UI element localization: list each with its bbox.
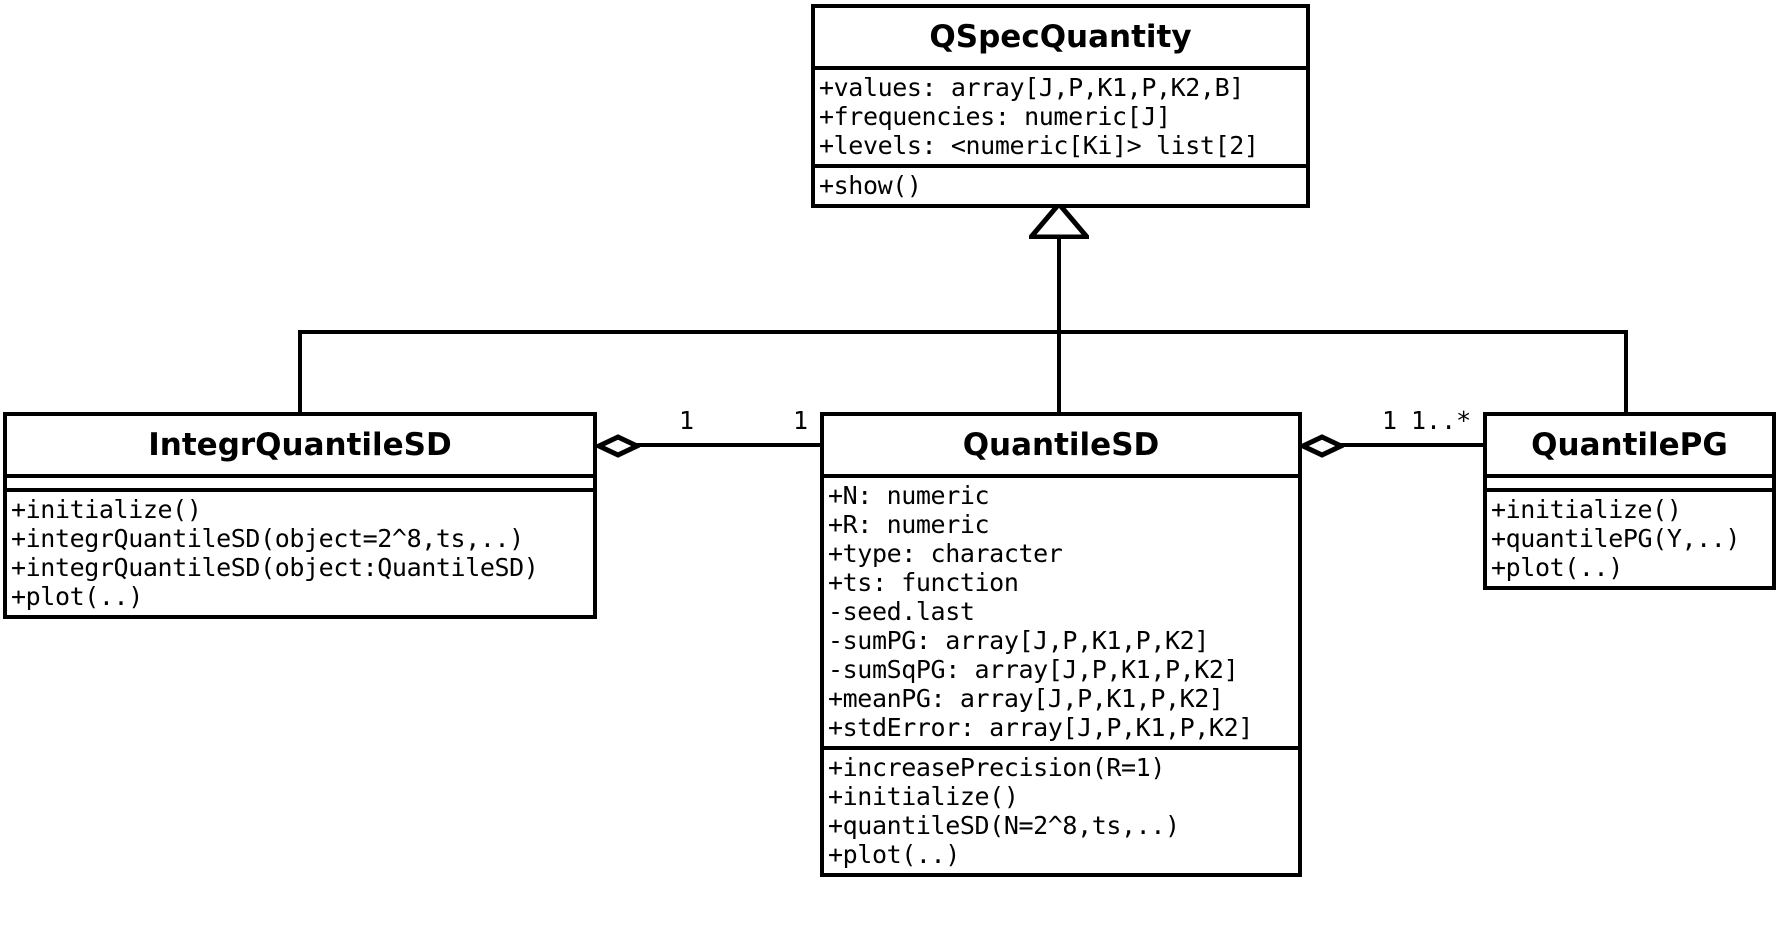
- attribute-row: +values: array[J,P,K1,P,K2,B]: [819, 73, 1244, 102]
- attribute-row: +N: numeric: [828, 481, 990, 510]
- class-name-quantilepg: QuantilePG: [1531, 427, 1728, 463]
- class-separator: [7, 488, 593, 492]
- methods-compartment-integrquantilesd: +initialize() +integrQuantileSD(object=2…: [7, 492, 593, 615]
- method-row: +integrQuantileSD(object:QuantileSD): [11, 553, 539, 582]
- method-row: +quantilePG(Y,..): [1491, 524, 1741, 553]
- class-separator: [824, 474, 1298, 478]
- method-row: +initialize(): [828, 782, 1019, 811]
- class-separator: [7, 474, 593, 478]
- method-row: +initialize(): [11, 495, 202, 524]
- class-separator: [1487, 488, 1772, 492]
- method-row: +quantileSD(N=2^8,ts,..): [828, 811, 1180, 840]
- multiplicity-quantilesd-side-left: 1: [793, 406, 809, 435]
- generalization-bus-horizontal: [298, 330, 1628, 334]
- class-box-quantilepg[interactable]: QuantilePG +initialize() +quantilePG(Y,.…: [1483, 412, 1776, 590]
- attributes-compartment-quantilesd: +N: numeric +R: numeric +type: character…: [824, 478, 1298, 746]
- class-name-quantilesd: QuantileSD: [962, 427, 1160, 463]
- attribute-row: +levels: <numeric[Ki]> list[2]: [819, 131, 1259, 160]
- attribute-row: -seed.last: [828, 597, 975, 626]
- aggregation-line-integr-quantilesd: [634, 443, 822, 447]
- class-separator: [815, 66, 1306, 70]
- attribute-row: +meanPG: array[J,P,K1,P,K2]: [828, 684, 1224, 713]
- attribute-row: +R: numeric: [828, 510, 990, 539]
- class-separator: [815, 164, 1306, 168]
- method-row: +plot(..): [828, 840, 960, 869]
- attributes-compartment-integrquantilesd: [7, 478, 593, 488]
- generalization-drop-quantilesd: [1057, 330, 1061, 412]
- aggregation-line-quantilesd-quantilepg: [1340, 443, 1485, 447]
- attribute-row: +type: character: [828, 539, 1063, 568]
- attributes-compartment-qspecquantity: +values: array[J,P,K1,P,K2,B] +frequenci…: [815, 70, 1306, 164]
- method-row: +plot(..): [1491, 553, 1623, 582]
- aggregation-diamond-quantilesd: [1300, 434, 1344, 458]
- method-row: +show(): [819, 171, 922, 200]
- attribute-row: +ts: function: [828, 568, 1019, 597]
- method-row: +initialize(): [1491, 495, 1682, 524]
- class-separator: [1487, 474, 1772, 478]
- attributes-compartment-quantilepg: [1487, 478, 1772, 488]
- attribute-row: -sumSqPG: array[J,P,K1,P,K2]: [828, 655, 1239, 684]
- methods-compartment-quantilesd: +increasePrecision(R=1) +initialize() +q…: [824, 750, 1298, 873]
- attribute-row: -sumPG: array[J,P,K1,P,K2]: [828, 626, 1209, 655]
- method-row: +increasePrecision(R=1): [828, 753, 1165, 782]
- attribute-row: +stdError: array[J,P,K1,P,K2]: [828, 713, 1253, 742]
- generalization-drop-integrquantilesd: [298, 330, 302, 412]
- methods-compartment-qspecquantity: +show(): [815, 168, 1306, 204]
- generalization-triangle-icon: [1025, 200, 1093, 240]
- method-row: +integrQuantileSD(object=2^8,ts,..): [11, 524, 524, 553]
- aggregation-diamond-integrquantilesd: [596, 434, 640, 458]
- methods-compartment-quantilepg: +initialize() +quantilePG(Y,..) +plot(..…: [1487, 492, 1772, 586]
- class-name-integrquantilesd: IntegrQuantileSD: [148, 427, 452, 463]
- class-box-quantilesd[interactable]: QuantileSD +N: numeric +R: numeric +type…: [820, 412, 1302, 877]
- generalization-drop-quantilepg: [1624, 330, 1628, 412]
- class-box-qspecquantity[interactable]: QSpecQuantity +values: array[J,P,K1,P,K2…: [811, 4, 1310, 208]
- method-row: +plot(..): [11, 582, 143, 611]
- multiplicity-quantilesd-side-right: 1: [1382, 406, 1398, 435]
- class-separator: [824, 746, 1298, 750]
- multiplicity-quantilepg-side: 1..*: [1411, 406, 1472, 435]
- class-name-qspecquantity: QSpecQuantity: [929, 19, 1192, 55]
- generalization-stem-vertical: [1057, 236, 1061, 332]
- multiplicity-integrquantilesd-side: 1: [679, 406, 695, 435]
- attribute-row: +frequencies: numeric[J]: [819, 102, 1171, 131]
- class-box-integrquantilesd[interactable]: IntegrQuantileSD +initialize() +integrQu…: [3, 412, 597, 619]
